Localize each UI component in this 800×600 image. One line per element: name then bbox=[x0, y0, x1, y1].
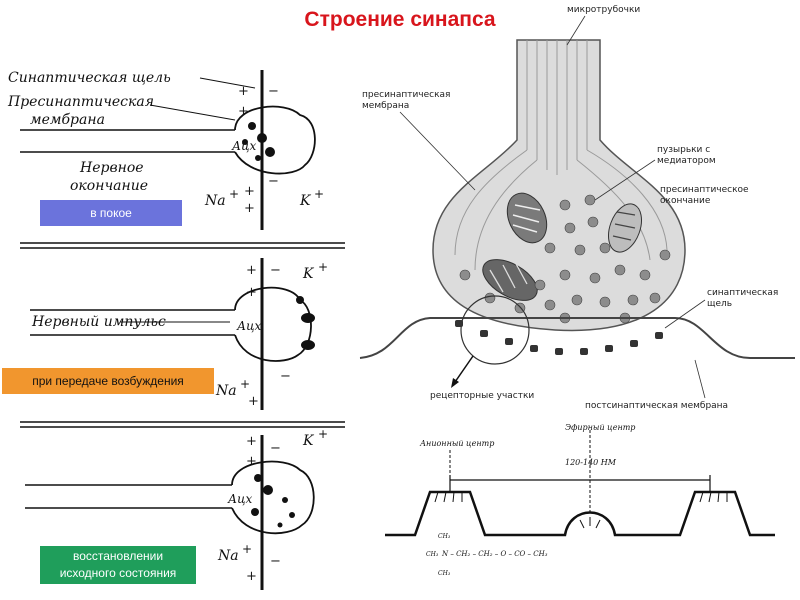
ach-label: Ацх bbox=[231, 139, 256, 153]
vesicles bbox=[459, 194, 671, 324]
ending-label-2: окончание bbox=[70, 178, 148, 194]
plus-sign: + bbox=[246, 285, 257, 300]
plus-sign: + bbox=[246, 454, 257, 469]
stage-rest: Ацх Синаптическая щель Пресинаптическая … bbox=[7, 70, 324, 230]
plus-sign: + bbox=[229, 187, 239, 201]
formula-ch3-bottom: CH₃ bbox=[438, 570, 451, 577]
cleft-label: Синаптическая щель bbox=[8, 70, 171, 86]
presyn-membrane-label-2: мембрана bbox=[362, 101, 409, 111]
synapse-stages-diagram: Ацх Синаптическая щель Пресинаптическая … bbox=[7, 70, 345, 590]
k-ion: K bbox=[302, 266, 315, 282]
na-ion: Na bbox=[217, 548, 239, 564]
plus-sign: + bbox=[238, 104, 249, 119]
vesicles-label-2: медиатором bbox=[657, 156, 716, 166]
minus-sign: − bbox=[280, 369, 291, 384]
receptor-label: рецепторные участки bbox=[430, 391, 534, 401]
stage-transmit: Ацх Нервный импульс K + Na + + + + − − bbox=[30, 258, 328, 410]
state-restore-line-2: исходного состояния bbox=[59, 566, 177, 580]
presyn-membrane-label-2: мембрана bbox=[30, 112, 105, 128]
impulse-label: Нервный импульс bbox=[31, 314, 166, 330]
state-transmit-label: при передаче возбуждения bbox=[2, 368, 214, 394]
microtubules-label: микротрубочки bbox=[567, 5, 640, 15]
ending-label-1: пресинаптическое bbox=[660, 185, 749, 195]
k-ion: K bbox=[302, 433, 315, 449]
plus-sign: + bbox=[246, 263, 257, 278]
presynaptic-terminal bbox=[432, 39, 686, 332]
plus-sign: + bbox=[240, 377, 250, 391]
plus-sign: + bbox=[314, 187, 324, 201]
k-ion: K bbox=[299, 193, 312, 209]
plus-sign: + bbox=[244, 201, 255, 216]
ach-label: Ацх bbox=[236, 319, 261, 333]
receptor-surface bbox=[385, 490, 775, 537]
na-ion: Na bbox=[204, 193, 226, 209]
minus-sign: − bbox=[268, 174, 279, 189]
ending-label-1: Нервное bbox=[79, 160, 144, 176]
na-ion: Na bbox=[215, 383, 237, 399]
plus-sign: + bbox=[238, 84, 249, 99]
presyn-membrane-label-1: пресинаптическая bbox=[362, 90, 450, 100]
cleft-label-1: синаптическая bbox=[707, 288, 778, 298]
distance-label: 120-140 НМ bbox=[565, 458, 617, 467]
receptor-profile-diagram: Анионный центр Эфирный центр 120-140 НМ … bbox=[385, 423, 775, 577]
minus-sign: − bbox=[270, 554, 281, 569]
anionic-center-label: Анионный центр bbox=[419, 439, 494, 448]
minus-sign: − bbox=[268, 84, 279, 99]
mitochondrion bbox=[506, 192, 548, 244]
ester-center-label: Эфирный центр bbox=[565, 423, 635, 432]
formula-ch3-left: CH₃ bbox=[426, 551, 439, 558]
plus-sign: + bbox=[246, 569, 257, 584]
vesicles-label-1: пузырьки с bbox=[657, 145, 710, 155]
plus-sign: + bbox=[246, 434, 257, 449]
plus-sign: + bbox=[248, 394, 259, 409]
receptor-zoom-circle bbox=[460, 295, 530, 365]
plus-sign: + bbox=[244, 184, 255, 199]
postsyn-membrane-label: постсинаптическая мембрана bbox=[585, 401, 728, 411]
minus-sign: − bbox=[270, 263, 281, 278]
cleft-label-2: щель bbox=[707, 299, 732, 309]
synapse-structure-diagram: микротрубочки пресинаптическая мембрана … bbox=[359, 5, 795, 411]
mitochondrion bbox=[482, 259, 538, 301]
plus-sign: + bbox=[318, 260, 328, 274]
minus-sign: − bbox=[270, 441, 281, 456]
formula-ch3-top: CH₃ bbox=[438, 533, 451, 540]
ending-label-2: окончание bbox=[660, 196, 711, 206]
formula-main: N – CH₂ – CH₂ – O – CO – CH₃ bbox=[441, 550, 548, 558]
postsynaptic-membrane bbox=[359, 317, 795, 359]
state-restore-label: восстановлении исходного состояния bbox=[40, 546, 196, 584]
state-restore-line-1: восстановлении bbox=[72, 549, 164, 563]
state-rest-label: в покое bbox=[40, 200, 182, 226]
stage-restore: Ацх K + Na + + + + − − bbox=[25, 427, 328, 590]
presyn-membrane-label-1: Пресинаптическая bbox=[7, 94, 154, 110]
mitochondrion bbox=[608, 203, 642, 253]
slide-title: Строение синапса bbox=[304, 8, 496, 31]
plus-sign: + bbox=[318, 427, 328, 441]
plus-sign: + bbox=[242, 542, 252, 556]
ach-label: Ацх bbox=[227, 492, 252, 506]
